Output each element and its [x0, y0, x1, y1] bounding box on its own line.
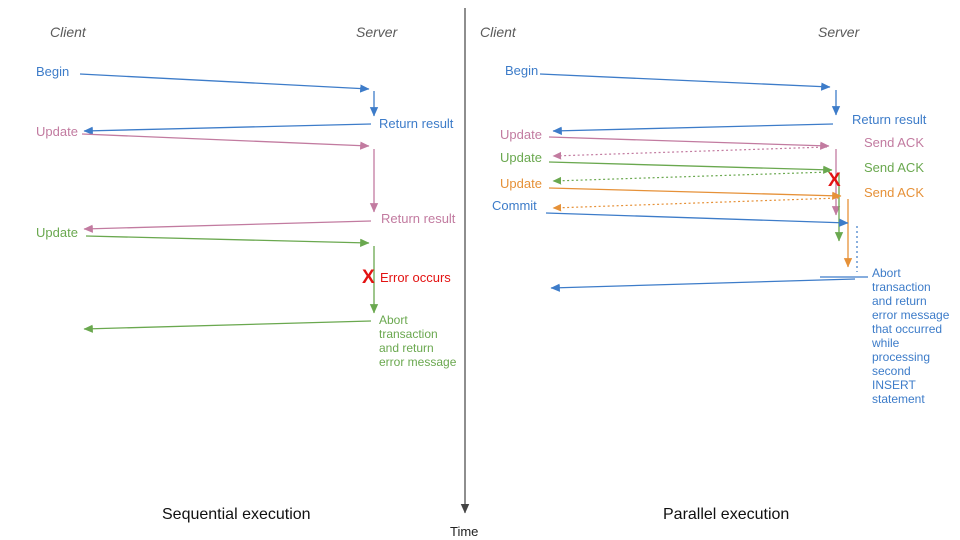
- seq-return-result-1-label: Return result: [379, 116, 454, 131]
- par-send-ack-3-label: Send ACK: [864, 185, 924, 200]
- seq-error-x-icon: X: [362, 267, 375, 288]
- seq-return-result-2-arrow: [83, 220, 372, 233]
- seq-update-1-label: Update: [36, 124, 78, 139]
- par-commit-request-arrow: [545, 212, 849, 227]
- par-abort-note: Abort transaction and return error messa…: [872, 266, 950, 406]
- par-send-ack-1-label: Send ACK: [864, 135, 924, 150]
- par-update-1-request-arrow: [548, 136, 830, 150]
- seq-server-header: Server: [356, 24, 398, 40]
- time-axis-label: Time: [450, 524, 479, 539]
- par-begin-request-arrow: [539, 73, 831, 91]
- par-update-3-request-arrow: [548, 187, 842, 200]
- seq-client-header: Client: [50, 24, 86, 40]
- par-server-header: Server: [818, 24, 860, 40]
- seq-update-2-request-arrow: [85, 235, 370, 247]
- seq-abort-return-arrow: [83, 320, 372, 333]
- par-send-ack-3-arrow: [552, 197, 840, 212]
- seq-error-occurs-label: Error occurs: [380, 270, 451, 285]
- par-send-ack-2-label: Send ACK: [864, 160, 924, 175]
- par-send-ack-2-arrow: [552, 171, 831, 185]
- par-begin-label: Begin: [505, 63, 539, 78]
- seq-update-1-request-arrow: [81, 133, 370, 150]
- seq-abort-note: Abort transaction and return error messa…: [379, 313, 457, 369]
- par-commit-label: Commit: [492, 198, 537, 213]
- par-update-2-label: Update: [500, 150, 542, 165]
- par-update-1-label: Update: [500, 127, 542, 142]
- par-update-2-request-arrow: [548, 161, 833, 174]
- seq-update-2-label: Update: [36, 225, 78, 240]
- par-update-3-label: Update: [500, 176, 542, 191]
- seq-caption: Sequential execution: [162, 506, 311, 523]
- seq-return-result-2-label: Return result: [381, 211, 456, 226]
- par-return-result-label: Return result: [852, 112, 927, 127]
- par-send-ack-1-arrow: [552, 146, 828, 160]
- par-abort-return-arrow: [550, 278, 856, 292]
- par-error-x-icon: X: [828, 170, 841, 191]
- seq-begin-label: Begin: [36, 64, 70, 79]
- par-caption: Parallel execution: [663, 506, 790, 523]
- seq-begin-request-arrow: [79, 73, 370, 93]
- par-client-header: Client: [480, 24, 516, 40]
- seq-return-result-1-arrow: [83, 123, 372, 135]
- par-return-result-arrow: [552, 123, 834, 135]
